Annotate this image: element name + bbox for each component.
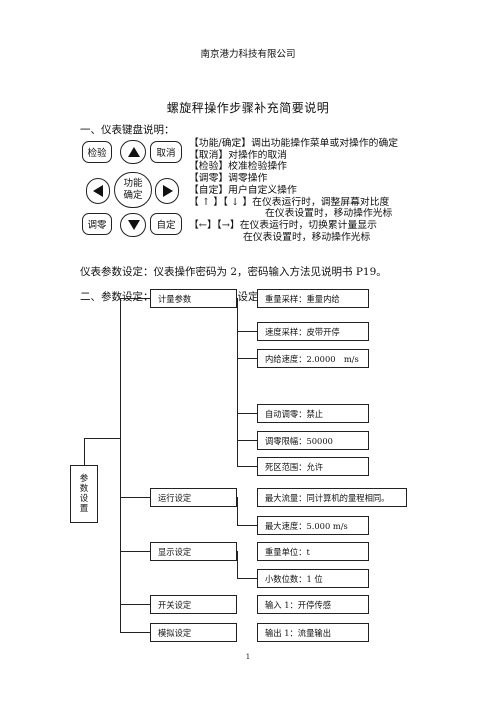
- parameter-settings-root: 参 数 设 置: [70, 465, 98, 523]
- page-number: 1: [245, 653, 251, 661]
- param-max-speed: 最大速度：5.000 m/s: [257, 516, 369, 535]
- cancel-key: 取消: [150, 141, 182, 163]
- root-connector: [84, 438, 120, 439]
- company-header: 南京港力科技有限公司: [200, 49, 296, 60]
- legend-line: 在仪表设置时，移动操作光标: [265, 208, 393, 220]
- legend-line: 【调零】调零操作: [189, 173, 268, 185]
- group-box-display-settings: 显示设定: [150, 542, 237, 561]
- branch-line: [120, 551, 150, 552]
- zero-key: 调零: [82, 213, 112, 235]
- group-box-metering: 计量参数: [150, 289, 237, 308]
- function-confirm-key: 功能 确定: [114, 172, 152, 208]
- sub-branch-line: [237, 440, 257, 441]
- sub-trunk-line: [237, 497, 238, 525]
- param-zero-limit: 调零限幅：50000: [257, 431, 369, 450]
- right-triangle-icon: [163, 185, 173, 197]
- branch-line: [120, 497, 150, 498]
- sub-trunk-line: [237, 298, 238, 466]
- section-keypad-heading: 一、仪表键盘说明：: [80, 124, 175, 136]
- legend-line: 【 ↑ 】【 ↓ 】在仪表运行时，调整屏幕对比度: [189, 196, 390, 208]
- param-auto-zero: 自动调零：禁止: [257, 404, 369, 423]
- group-box-switch-settings: 开关设定: [150, 595, 237, 614]
- sub-trunk-line: [237, 551, 238, 578]
- sub-branch-line: [237, 466, 257, 467]
- key-legend: 【功能/确定】调出功能操作菜单或对操作的确定 【取消】对操作的取消 【检验】校准…: [189, 138, 398, 243]
- sub-branch-line: [237, 358, 257, 359]
- param-output-1: 输出 1：流量输出: [257, 623, 369, 642]
- main-trunk-line: [120, 298, 121, 633]
- param-weight-unit: 重量单位：t: [257, 542, 369, 561]
- legend-line: 【←】【→】在仪表运行时，切换累计量显示: [189, 219, 377, 231]
- param-max-flow: 最大流量：同计算机的量程相同。: [257, 488, 407, 507]
- right-arrow-key: [155, 178, 179, 204]
- down-triangle-icon: [128, 220, 140, 230]
- param-dead-zone: 死区范围：允许: [257, 457, 369, 476]
- up-triangle-icon: [128, 147, 140, 157]
- legend-line: 【功能/确定】调出功能操作菜单或对操作的确定: [189, 138, 399, 149]
- up-arrow-key: [120, 140, 146, 164]
- root-char: 置: [79, 504, 89, 514]
- param-input-1: 输入 1：开停传感: [257, 595, 369, 614]
- group-box-analog-settings: 模拟设定: [150, 623, 237, 642]
- legend-line: 在仪表设置时，移动操作光标: [243, 231, 371, 243]
- custom-key: 自定: [150, 213, 182, 235]
- left-triangle-icon: [93, 185, 103, 197]
- password-note: 仪表参数设定：仪表操作密码为 2，密码输入方法见说明书 P19。: [80, 266, 387, 278]
- sub-branch-line: [237, 331, 257, 332]
- branch-line: [120, 632, 150, 633]
- root-char: 数: [79, 484, 89, 494]
- param-speed-sampling: 速度采样：皮带开停: [257, 322, 369, 341]
- verify-key: 检验: [82, 141, 112, 163]
- param-decimal-places: 小数位数：1 位: [257, 569, 369, 588]
- branch-line: [120, 298, 150, 299]
- root-char: 参: [79, 474, 89, 484]
- param-weight-sampling: 重量采样：重量内给: [257, 289, 369, 308]
- branch-line: [120, 604, 150, 605]
- legend-line: 【自定】用户自定义操作: [189, 184, 297, 196]
- keypad-diagram: 检验 取消 调零 自定 功能 确定: [82, 137, 184, 241]
- legend-line: 【取消】对操作的取消: [189, 149, 287, 161]
- legend-line: 【检验】校准检验操作: [189, 161, 287, 173]
- root-connector: [84, 438, 85, 465]
- root-char: 设: [79, 494, 89, 504]
- sub-branch-line: [237, 525, 257, 526]
- sub-branch-line: [237, 413, 257, 414]
- page-title: 螺旋秤操作步骤补充简要说明: [166, 101, 330, 115]
- function-key-label: 功能: [123, 178, 143, 189]
- confirm-key-label: 确定: [123, 190, 143, 201]
- down-arrow-key: [120, 213, 146, 237]
- left-arrow-key: [86, 178, 110, 204]
- param-internal-speed: 内给速度：2.0000 m/s: [257, 349, 369, 368]
- sub-branch-line: [237, 578, 257, 579]
- group-box-run-settings: 运行设定: [150, 488, 237, 507]
